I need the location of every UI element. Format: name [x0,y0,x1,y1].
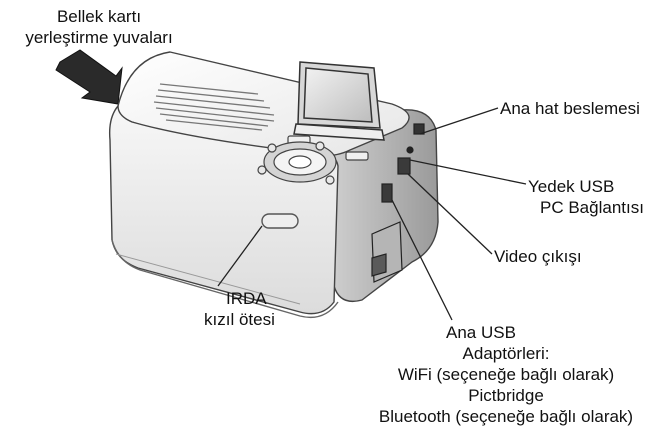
main-usb-line4: Pictbridge [468,386,544,405]
lcd-screen [293,61,385,141]
backup-usb-line1: Yedek USB [528,177,615,196]
control-panel [257,135,369,185]
backup-usb-label: Yedek USB PC Bağlantısı [528,176,644,218]
irda-line1: IRDA [226,289,267,308]
insert-arrow-icon [55,49,123,105]
irda-label: IRDA kızıl ötesi [200,288,275,330]
main-usb-line2: Adaptörleri: [462,344,550,363]
memory-card-slots-line2: yerleştirme yuvaları [25,28,173,47]
video-out-label: Video çıkışı [494,247,582,266]
main-usb-line3: WiFi (seçeneğe bağlı olarak) [397,365,615,384]
irda-line2: kızıl ötesi [204,310,275,329]
side-ports [371,123,425,283]
main-usb-line1: Ana USB [446,323,516,342]
memory-card-slots-line1: Bellek kartı [56,7,142,26]
main-usb-line5: Bluetooth (seçeneğe bağlı olarak) [378,407,634,426]
vent-slots [153,83,275,131]
main-usb-label: Ana USB Adaptörleri: WiFi (seçeneğe bağl… [356,322,656,427]
backup-usb-line2: PC Bağlantısı [540,198,644,217]
irda-window [261,213,299,229]
leader-lines [217,107,527,321]
memory-card-slots-label: Bellek kartı yerleştirme yuvaları [14,6,184,48]
main-power-label: Ana hat beslemesi [500,99,640,118]
